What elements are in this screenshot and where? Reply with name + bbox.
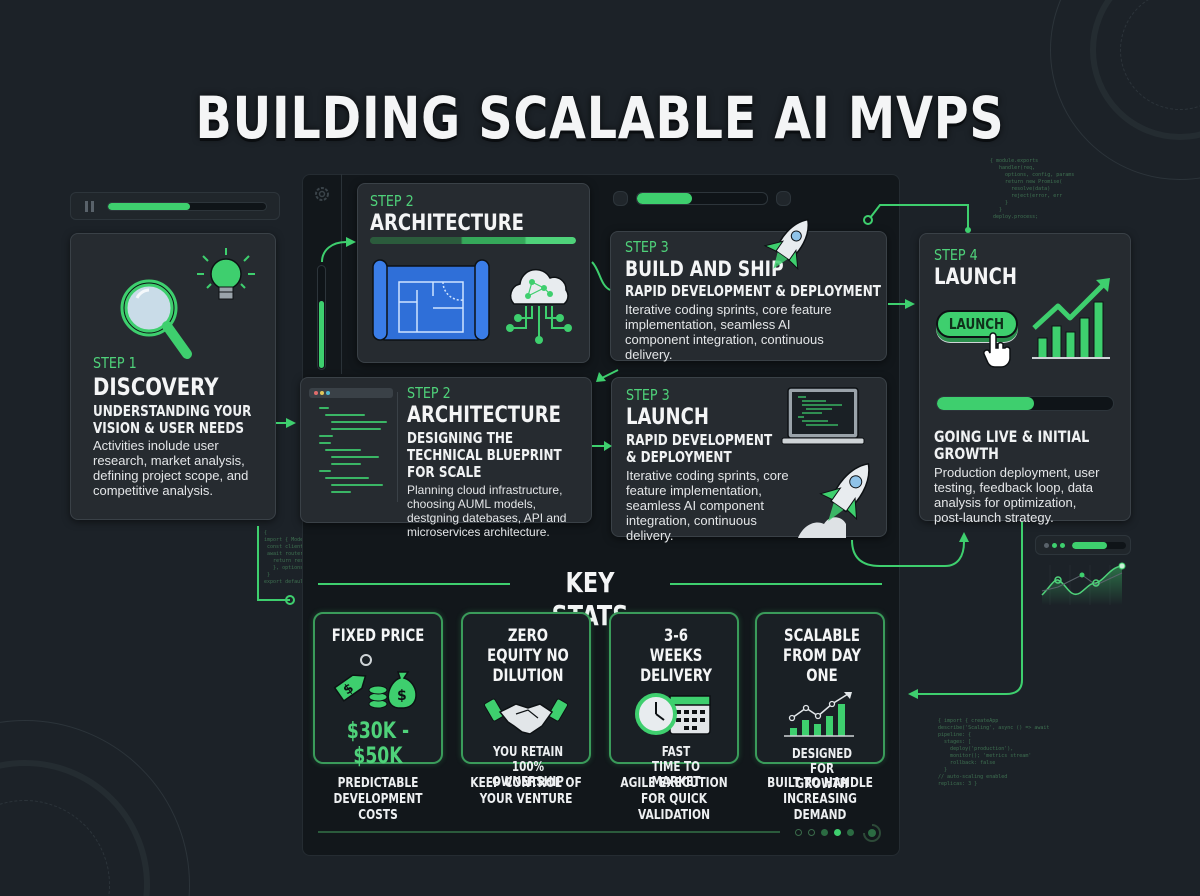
widget-dot (1044, 543, 1049, 548)
step2-bottom-subtitle: DESIGNING THE TECHNICAL BLUEPRINT FOR SC… (407, 429, 562, 481)
pager-dot-active[interactable] (834, 829, 841, 836)
step2-bottom-label: STEP 2 (407, 384, 451, 402)
decor-code-snippet-top-right: { module.exports handler(req, options, c… (990, 158, 1075, 220)
widget-dot (1060, 543, 1065, 548)
step2-top-progress (370, 237, 576, 244)
stat-card-zero-equity: ZERO EQUITY NO DILUTION YOU RETAIN 100% … (461, 612, 591, 790)
top-middle-settings-widget (776, 191, 791, 206)
page-title: BUILDING SCALABLE AI MVPS (195, 84, 1005, 152)
step3-bottom-description: Iterative coding sprints, core feature i… (626, 468, 789, 543)
growth-chart-icon (1032, 278, 1110, 359)
step3-top-title: BUILD AND SHIP (625, 257, 784, 281)
pause-icon (85, 201, 88, 212)
cloud-network-icon (506, 268, 572, 344)
laptop-code-icon (781, 387, 865, 445)
stat-head: SCALABLE FROM DAY ONE (783, 626, 861, 686)
step1-subtitle: UNDERSTANDING YOUR VISION & USER NEEDS (93, 402, 252, 437)
stat-note: FAST TIME TO MARKET (651, 745, 701, 790)
decor-code-snippet-bottom-right: { import { createApp describe('Scaling',… (938, 718, 1050, 787)
pause-icon-bar (91, 201, 94, 212)
step4-progress (936, 396, 1114, 411)
stat-note: YOU RETAIN 100% OWNERSHIP (492, 745, 564, 790)
step1-title: DISCOVERY (93, 373, 219, 401)
price-tag-money-bag-icon: $ $ (333, 654, 417, 709)
rocket-icon (763, 218, 809, 271)
step2-architecture-card-bottom: STEP 2 ARCHITECTURE DESIGNING THE TECHNI… (300, 377, 592, 539)
code-editor-window (309, 388, 393, 512)
rocket-icon (798, 462, 870, 538)
pager-dot[interactable] (847, 829, 854, 836)
top-left-widget (70, 192, 280, 220)
step3-top-subtitle: RAPID DEVELOPMENT & DEPLOYMENT (625, 282, 881, 300)
loading-spinner-icon (863, 824, 881, 842)
step2-top-title: ARCHITECTURE (370, 211, 524, 236)
pointer-hand-icon (983, 332, 1011, 368)
widget-dot (1052, 543, 1057, 548)
code-lines (309, 398, 393, 493)
pager-dot[interactable] (795, 829, 802, 836)
stat-card-fixed-price: FIXED PRICE $ $ $30K - $50K (313, 612, 443, 769)
mini-line-chart (1041, 562, 1126, 605)
step2-top-label: STEP 2 (370, 192, 414, 210)
window-dot-green (326, 391, 330, 395)
step3-launch-card-bottom: STEP 3 LAUNCH RAPID DEVELOPMENT & DEPLOY… (611, 377, 887, 543)
step3-top-label: STEP 3 (625, 238, 669, 256)
bar-line-chart-icon (784, 692, 854, 737)
magnifier-icon (120, 279, 192, 359)
window-dot-yellow (320, 391, 324, 395)
step3-build-card-top: STEP 3 BUILD AND SHIP RAPID DEVELOPMENT … (610, 231, 887, 362)
step3-top-description: Iterative coding sprints, core feature i… (625, 302, 832, 362)
stat-footer: BUILT TO HANDLE INCREASING DEMAND (767, 776, 873, 823)
mini-chart-progress (1072, 542, 1126, 549)
step3-bottom-label: STEP 3 (626, 386, 670, 404)
step2-architecture-card-top: STEP 2 ARCHITECTURE (357, 183, 590, 363)
price-range: $30K - $50K (346, 719, 410, 769)
stat-footer: PREDICTABLE DEVELOPMENT COSTS (333, 776, 423, 823)
step4-title: LAUNCH (934, 265, 1017, 290)
gear-icon[interactable] (312, 184, 332, 204)
stat-card-scalable: SCALABLE FROM DAY ONE DESIGNED FOR GROWT… (755, 612, 885, 792)
top-left-progress (107, 202, 267, 211)
launch-button[interactable]: LAUNCH (936, 310, 1018, 338)
step4-description: Production deployment, user testing, fee… (934, 465, 1100, 525)
step4-launch-card: STEP 4 LAUNCH LAUNCH GOING LIVE & INITIA… (919, 233, 1131, 525)
top-middle-dots-widget (613, 191, 628, 206)
step4-subtitle: GOING LIVE & INITIAL GROWTH (934, 427, 1090, 463)
side-strip (302, 174, 342, 374)
step3-bottom-title: LAUNCH (626, 405, 709, 430)
stat-footer: KEEP CONTROL OF YOUR VENTURE (470, 776, 582, 807)
mini-chart-widget (1035, 535, 1131, 555)
handshake-icon (484, 698, 568, 735)
launch-button-label: LAUNCH (949, 315, 1005, 333)
lightbulb-icon (197, 248, 255, 300)
blueprint-icon (372, 259, 490, 341)
stat-head: FIXED PRICE (331, 626, 425, 646)
stat-note: DESIGNED FOR GROWTH (791, 747, 853, 792)
pager (795, 829, 859, 837)
step4-label: STEP 4 (934, 246, 978, 264)
stat-head: ZERO EQUITY NO DILUTION (487, 626, 569, 686)
clock-calendar-icon (635, 693, 711, 735)
step2-bottom-description: Planning cloud infrastructure, choosing … (407, 483, 567, 539)
step2-bottom-title: ARCHITECTURE (407, 403, 561, 428)
stat-footer: AGILE EXECUTION FOR QUICK VALIDATION (620, 776, 728, 823)
step1-discovery-card: STEP 1 DISCOVERY UNDERSTANDING YOUR VISI… (70, 233, 276, 520)
step1-description: Activities inolude user research, market… (93, 438, 249, 498)
stat-head: 3-6 WEEKS DELIVERY (640, 626, 712, 686)
pager-dot[interactable] (808, 829, 815, 836)
pager-dot[interactable] (821, 829, 828, 836)
vertical-progress (317, 265, 326, 370)
window-dot-red (314, 391, 318, 395)
svg-text:$: $ (397, 688, 407, 704)
top-middle-progress (636, 192, 768, 205)
step3-bottom-subtitle: RAPID DEVELOPMENT & DEPLOYMENT (626, 431, 773, 466)
step1-label: STEP 1 (93, 354, 137, 372)
stat-card-delivery: 3-6 WEEKS DELIVERY FAST TIME TO MARKET (609, 612, 739, 790)
